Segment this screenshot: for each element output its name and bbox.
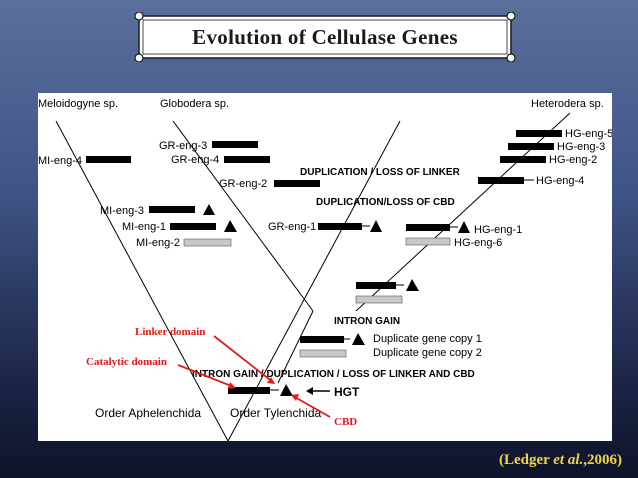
gene-hg-eng-2: [500, 156, 546, 163]
gene-mi-eng-3: [149, 206, 195, 213]
title-banner: Evolution of Cellulase Genes: [133, 12, 517, 62]
gene-gr-eng-3: [212, 141, 258, 148]
branch-root: [277, 310, 314, 384]
species-heterodera: Heterodera sp.: [531, 98, 604, 110]
species-globodera: Globodera sp.: [160, 98, 229, 110]
label-mi-eng-1: MI-eng-1: [122, 221, 166, 233]
gene-mi-eng-2: [183, 238, 232, 247]
cbd-annotation-line: [292, 395, 331, 418]
cbd-hg-eng-1: [458, 221, 470, 233]
cbd-duplicate-copy-1: [352, 333, 365, 345]
event-dup-loss-linker: DUPLICATION / LOSS OF LINKER: [300, 167, 461, 178]
label-mi-eng-3: MI-eng-3: [100, 205, 144, 217]
label-hg-eng-3: HG-eng-3: [557, 141, 605, 153]
diagram-background: [38, 93, 612, 441]
cbd-mi-eng-3: [203, 204, 215, 215]
linker-annotation-arrowhead: [267, 377, 275, 384]
gene-mi-eng-1: [170, 223, 216, 230]
annotation-linker-domain: Linker domain: [135, 326, 205, 338]
annotation-arrows: [177, 335, 331, 418]
order-aphelenchida: Order Aphelenchida: [95, 406, 201, 420]
catalytic-annotation-arrowhead: [228, 382, 236, 389]
citation-suffix: ,2006): [583, 452, 622, 468]
event-dup-loss-cbd: DUPLICATION/LOSS OF CBD: [316, 197, 455, 208]
label-gr-eng-2: GR-eng-2: [219, 178, 267, 190]
label-gr-eng-1: GR-eng-1: [268, 221, 316, 233]
branch-meloidogyne: [55, 120, 229, 441]
gene-duplicate-copy-2: [299, 349, 347, 358]
citation-etal: et al.: [553, 452, 584, 468]
cellulase-phylogeny-diagram: Meloidogyne sp. Globodera sp. Heterodera…: [38, 93, 612, 441]
catalytic-annotation-line: [177, 364, 235, 388]
gene-hg-eng-1: [406, 224, 450, 231]
species-meloidogyne: Meloidogyne sp.: [38, 98, 118, 110]
label-duplicate-copy-1: Duplicate gene copy 1: [373, 333, 482, 345]
annotation-cbd: CBD: [334, 416, 357, 428]
cbd-ancestral: [280, 384, 293, 396]
gene-node-intron-copy: [355, 295, 403, 304]
cbd-gr-eng-1: [370, 220, 382, 232]
gene-node-intron: [356, 282, 396, 289]
gene-gr-eng-1: [318, 223, 362, 230]
cbd-node-intron: [406, 279, 419, 291]
annotation-catalytic-domain: Catalytic domain: [86, 356, 167, 368]
citation: (Ledger et al.,2006): [499, 452, 622, 469]
label-hg-eng-4: HG-eng-4: [536, 175, 584, 187]
gene-duplicate-copy-1: [300, 336, 344, 343]
citation-prefix: (Ledger: [498, 452, 554, 468]
gene-hg-eng-4: [478, 177, 524, 184]
gene-hg-eng-3: [508, 143, 554, 150]
scroll-frame: [134, 12, 516, 62]
label-gr-eng-4: GR-eng-4: [171, 154, 219, 166]
linker-annotation-line: [213, 335, 275, 384]
event-intron-gain-dup: INTRON GAIN / DUPLICATION / LOSS OF LINK…: [192, 369, 475, 380]
event-hgt: HGT: [334, 385, 360, 399]
order-tylenchida: Order Tylenchida: [230, 406, 321, 420]
slide-title: Evolution of Cellulase Genes: [192, 24, 458, 49]
gene-hg-eng-6: [405, 237, 451, 246]
gene-gr-eng-2: [274, 180, 320, 187]
label-hg-eng-6: HG-eng-6: [454, 237, 502, 249]
label-gr-eng-3: GR-eng-3: [159, 140, 207, 152]
branch-globodera: [172, 120, 314, 312]
event-intron-gain: INTRON GAIN: [334, 316, 400, 327]
gene-ancestral: [228, 387, 270, 394]
hgt-arrow-head: [306, 387, 313, 395]
cbd-annotation-arrowhead: [291, 394, 299, 401]
gene-gr-eng-4: [224, 156, 270, 163]
label-hg-eng-2: HG-eng-2: [549, 154, 597, 166]
label-duplicate-copy-2: Duplicate gene copy 2: [373, 347, 482, 359]
gene-hg-eng-5: [516, 130, 562, 137]
gene-mi-eng-4: [86, 156, 131, 163]
label-mi-eng-2: MI-eng-2: [136, 237, 180, 249]
label-hg-eng-5: HG-eng-5: [565, 128, 612, 140]
label-hg-eng-1: HG-eng-1: [474, 224, 522, 236]
cbd-mi-eng-1: [224, 220, 237, 232]
label-mi-eng-4: MI-eng-4: [38, 155, 82, 167]
